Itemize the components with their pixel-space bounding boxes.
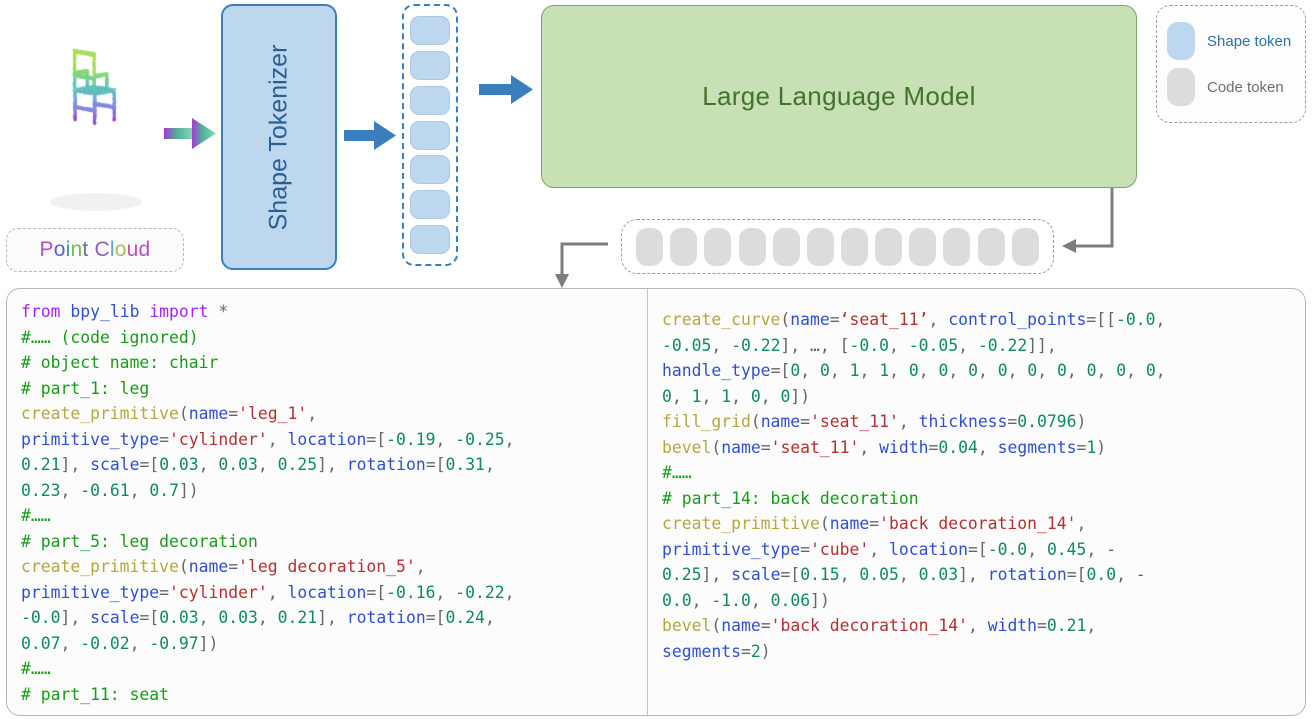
code-line: #…… [21,656,639,682]
code-token [909,228,936,266]
shape-token [410,225,450,254]
code-line: # part_5: leg decoration [21,529,639,555]
point-cloud-label: Point Cloud [6,228,184,272]
code-token [1012,228,1039,266]
code-column-right: create_curve(name=‘seat_11’, control_poi… [647,289,1305,715]
code-line: # part_14: back decoration [662,486,1297,512]
legend-label-code-token: Code token [1207,79,1284,96]
code-line: 0.25], scale=[0.15, 0.05, 0.03], rotatio… [662,562,1297,588]
code-token [739,228,766,266]
code-line: fill_grid(name='seat_11', thickness=0.07… [662,409,1297,435]
code-line: -0.05, -0.22], …, [-0.0, -0.05, -0.22]], [662,333,1297,359]
shape-token [410,51,450,80]
code-line: create_primitive(name='leg_1', [21,401,639,427]
code-token [670,228,697,266]
legend: Shape token Code token [1156,5,1306,123]
code-line: # object name: chair [21,350,639,376]
code-token [841,228,868,266]
shape-token [410,16,450,45]
code-line: #…… [21,503,639,529]
code-line: # part_1: leg [21,376,639,402]
code-line: primitive_type='cylinder', location=[-0.… [21,427,639,453]
large-language-model-block: Large Language Model [541,5,1137,188]
shape-token-swatch-icon [1167,22,1195,60]
gray-elbow-arrow-right-icon [1060,186,1122,268]
code-line: bevel(name='seat_11', width=0.04, segmen… [662,435,1297,461]
shape-tokenizer-block: Shape Tokenizer [221,4,337,270]
code-token [636,228,663,266]
code-line: create_curve(name=‘seat_11’, control_poi… [662,307,1297,333]
code-line: create_primitive(name='back decoration_1… [662,511,1297,537]
code-token [807,228,834,266]
code-line: # part_11: seat [21,682,639,708]
gray-elbow-arrow-left-icon [550,240,612,292]
code-line: segments=2) [662,639,1297,665]
legend-item-shape-token: Shape token [1167,22,1295,60]
code-line: 0, 1, 1, 0, 0]) [662,384,1297,410]
legend-label-shape-token: Shape token [1207,33,1291,50]
blue-arrow-icon-2 [479,72,537,106]
point-cloud-label-text: Point Cloud [40,238,151,262]
code-line: 0.21], scale=[0.03, 0.03, 0.25], rotatio… [21,452,639,478]
code-token-row [621,219,1054,274]
code-token-swatch-icon [1167,68,1195,106]
shape-token [410,121,450,150]
code-line: 0.07, -0.02, -0.97]) [21,631,639,657]
code-token [875,228,902,266]
code-line: create_primitive(name='leg decoration_5'… [21,554,639,580]
code-line: 0.23, -0.61, 0.7]) [21,478,639,504]
code-token [978,228,1005,266]
shape-token [410,86,450,115]
shape-token [410,155,450,184]
llm-label: Large Language Model [702,81,975,112]
gradient-arrow-icon [160,112,230,156]
code-token [943,228,970,266]
code-line: primitive_type='cube', location=[-0.0, 0… [662,537,1297,563]
point-cloud-canvas [8,2,178,222]
legend-item-code-token: Code token [1167,68,1295,106]
code-line: bevel(name='back decoration_14', width=0… [662,613,1297,639]
code-line: #…… [662,460,1297,486]
code-line: -0.0], scale=[0.03, 0.03, 0.21], rotatio… [21,605,639,631]
shape-token [410,190,450,219]
code-line: #…… (code ignored) [21,325,639,351]
blue-arrow-icon-1 [344,118,400,152]
code-line: primitive_type='cylinder', location=[-0.… [21,580,639,606]
code-line: from bpy_lib import * [21,299,639,325]
point-cloud-image [8,2,178,222]
code-line: handle_type=[0, 0, 1, 1, 0, 0, 0, 0, 0, … [662,358,1297,384]
shape-token-column [402,4,458,266]
code-line: 0.0, -1.0, 0.06]) [662,588,1297,614]
code-token [704,228,731,266]
code-column-left: from bpy_lib import *#…… (code ignored)#… [7,289,647,715]
code-panel: from bpy_lib import *#…… (code ignored)#… [6,288,1306,716]
shape-tokenizer-label: Shape Tokenizer [265,44,294,230]
code-token [773,228,800,266]
